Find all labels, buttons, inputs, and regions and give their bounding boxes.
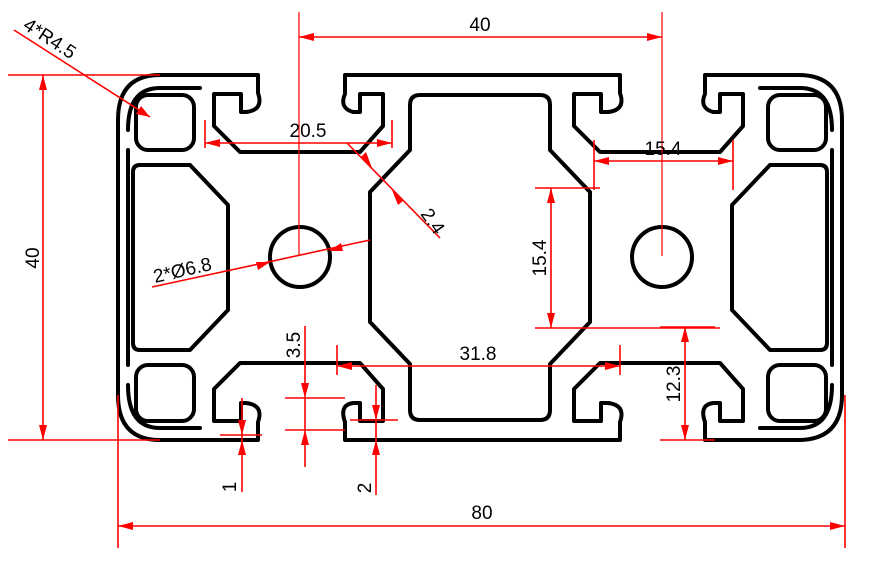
dim-hole-diameter: 2*Ø6.8 bbox=[151, 239, 371, 288]
dim-label-wall-thickness: 2.4 bbox=[416, 205, 449, 239]
dim-label-top-distance: 40 bbox=[469, 15, 490, 36]
central-hollow bbox=[368, 93, 592, 422]
dim-wall-thickness: 2.4 bbox=[346, 142, 449, 239]
dim-top-40: 40 bbox=[299, 15, 662, 41]
dim-label-overall-height: 40 bbox=[23, 247, 44, 268]
corner-pocket bbox=[766, 363, 828, 423]
dim-label-slot-height: 12.3 bbox=[664, 366, 685, 403]
dim-slot-opening: 20.5 bbox=[204, 120, 393, 148]
dim-label-overall-width: 80 bbox=[471, 503, 492, 524]
aluminum-profile bbox=[116, 73, 844, 442]
dim-lip-thickness: 1 bbox=[220, 398, 262, 492]
dim-label-hole-diameter: 2*Ø6.8 bbox=[151, 254, 213, 288]
corner-pocket bbox=[766, 93, 828, 152]
inner-wall-line bbox=[126, 383, 202, 430]
dim-corner-radius: 4*R4.5 bbox=[13, 15, 151, 118]
dim-center-pad-width: 15.4 bbox=[593, 139, 734, 190]
dim-label-lip-depth: 2 bbox=[355, 483, 376, 494]
dim-inner-width: 31.8 bbox=[336, 344, 621, 375]
dim-overall-height: 40 bbox=[8, 74, 160, 441]
side-cavity-left bbox=[131, 163, 230, 352]
profile-outer-contour bbox=[116, 73, 844, 442]
center-hole-left bbox=[268, 225, 332, 289]
dim-slot-depth: 3.5 bbox=[284, 326, 345, 467]
corner-pocket bbox=[134, 363, 196, 423]
side-cavity-right bbox=[730, 163, 829, 352]
dim-label-lip-thickness: 1 bbox=[220, 482, 241, 493]
corner-pocket bbox=[134, 93, 196, 152]
dim-label-center-pad-width: 15.4 bbox=[645, 139, 682, 160]
dim-label-slot-depth: 3.5 bbox=[284, 332, 305, 358]
dim-label-inner-width: 31.8 bbox=[460, 344, 497, 365]
dim-label-slot-opening: 20.5 bbox=[290, 121, 327, 142]
dim-label-center-pad-height: 15.4 bbox=[530, 239, 551, 276]
dim-center-pad-height: 15.4 bbox=[530, 187, 720, 329]
dim-lip-depth: 2 bbox=[350, 385, 398, 495]
dim-overall-width: 80 bbox=[117, 395, 846, 548]
inner-wall-line bbox=[126, 86, 202, 132]
dim-slot-height: 12.3 bbox=[660, 326, 715, 441]
